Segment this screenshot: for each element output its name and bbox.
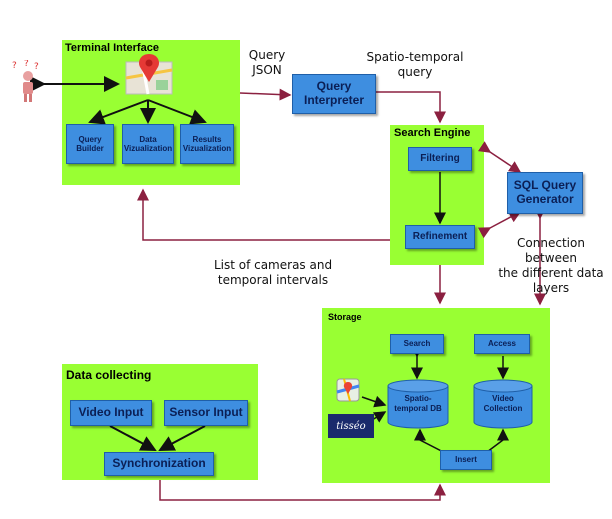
- connection-layers-label: Connection between the different data la…: [498, 236, 604, 295]
- return-arrow: [137, 188, 390, 241]
- sql-search-arrow-bottom: [477, 211, 522, 239]
- video-sync-arrow: [109, 425, 157, 451]
- interpreter-search-arrow: [376, 91, 446, 124]
- video-collection-cylinder: Video Collection: [472, 378, 534, 430]
- storage-search-node: Search: [390, 334, 444, 354]
- query-interpreter-node: Query Interpreter: [292, 74, 376, 114]
- spatio-temporal-db-label: Spatio- temporal DB: [394, 394, 442, 413]
- video-input-node: Video Input: [70, 400, 152, 426]
- tisseo-logo: tisséo: [328, 414, 374, 438]
- query-json-label: Query JSON: [248, 48, 286, 77]
- synchronization-node: Synchronization: [104, 452, 214, 476]
- storage-insert-node: Insert: [440, 450, 492, 470]
- data-vizualization-node: Data Vizualization: [122, 124, 174, 164]
- refinement-node: Refinement: [405, 225, 475, 249]
- storage-access-node: Access: [474, 334, 530, 354]
- map-pin-icon: [124, 52, 174, 100]
- sql-search-arrow-top: [477, 141, 522, 173]
- map-results-line: [147, 99, 207, 125]
- spatio-temporal-db-cylinder: Spatio- temporal DB: [386, 378, 450, 430]
- filtering-node: Filtering: [408, 147, 472, 171]
- video-collection-label: Video Collection: [483, 394, 523, 413]
- sensor-sync-arrow: [158, 425, 206, 451]
- collect-storage-arrow: [159, 480, 446, 501]
- svg-text:?: ?: [12, 61, 17, 71]
- results-vizualization-node: Results Vizualization: [180, 124, 234, 164]
- logo-tisseo-db-arrow: [371, 411, 387, 423]
- svg-text:?: ?: [24, 60, 29, 69]
- terminal-interpreter-arrow: [239, 88, 292, 101]
- logo-db-arrow: [361, 395, 387, 408]
- svg-text:?: ?: [34, 62, 39, 72]
- map-builder-line: [88, 99, 149, 125]
- data-collecting-title: Data collecting: [66, 368, 152, 382]
- user-icon: ? ? ?: [12, 59, 44, 104]
- query-builder-node: Query Builder: [66, 124, 114, 164]
- search-engine-title: Search Engine: [394, 127, 471, 139]
- sql-query-generator-node: SQL Query Generator: [507, 172, 583, 214]
- terminal-interface-title: Terminal Interface: [65, 42, 159, 54]
- spatio-temporal-query-label: Spatio-temporal query: [366, 50, 464, 79]
- sensor-input-node: Sensor Input: [164, 400, 248, 426]
- maps-logo-icon: [336, 378, 360, 402]
- storage-title: Storage: [328, 312, 362, 322]
- tisseo-logo-text: tisséo: [336, 420, 366, 432]
- cameras-intervals-label: List of cameras and temporal intervals: [213, 258, 333, 287]
